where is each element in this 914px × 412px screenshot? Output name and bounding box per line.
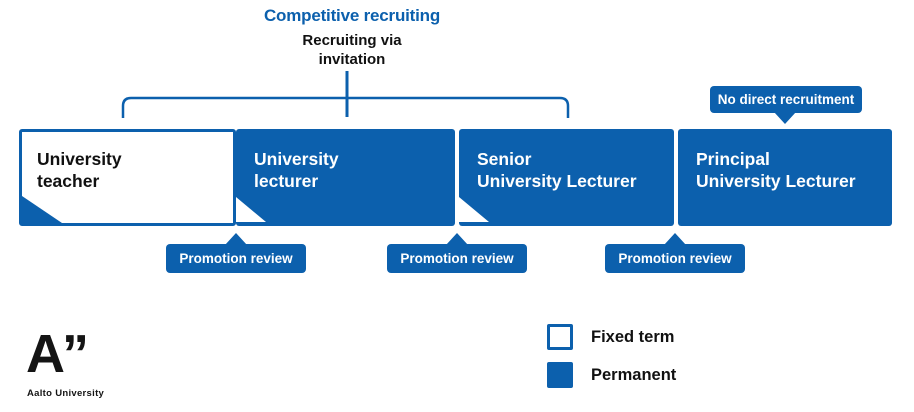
aalto-logo-text: Aalto University (27, 388, 105, 399)
box-title-line2: teacher (37, 171, 100, 191)
career-box-senior-university-lecturer: Senior University Lecturer (459, 129, 674, 226)
callout-pointer-up-icon (664, 233, 686, 245)
legend-label-fixed-term: Fixed term (591, 328, 675, 346)
promotion-review-label: Promotion review (618, 251, 732, 266)
callout-promotion-review-2: Promotion review (387, 233, 527, 273)
box-title-line2: lecturer (254, 171, 319, 191)
career-box-university-teacher: University teacher (19, 129, 236, 226)
corner-fold-icon (459, 197, 489, 222)
legend-swatch-permanent (547, 362, 573, 388)
corner-fold-icon (22, 196, 62, 223)
promotion-review-label: Promotion review (400, 251, 514, 266)
legend-label-permanent: Permanent (591, 366, 677, 384)
title-recruiting-via-invitation: Recruiting via invitation (252, 31, 452, 69)
callout-pointer-up-icon (225, 233, 247, 245)
career-box-university-lecturer: University lecturer (236, 129, 455, 226)
box-title-line1: University (37, 149, 122, 169)
callout-promotion-review-1: Promotion review (166, 233, 306, 273)
box-title-line1: Senior (477, 149, 532, 169)
box-title-line2: University Lecturer (477, 171, 637, 191)
title-competitive-recruiting: Competitive recruiting (263, 6, 441, 25)
bracket-line (121, 96, 570, 118)
no-direct-recruitment-label: No direct recruitment (717, 92, 855, 107)
box-title-line1: University (254, 149, 339, 169)
box-title-line1: Principal (696, 149, 770, 169)
box-title-line2: University Lecturer (696, 171, 856, 191)
invitation-line2: invitation (318, 51, 386, 68)
callout-pointer-up-icon (446, 233, 468, 245)
aalto-logo-mark: A” (26, 324, 89, 384)
legend-swatch-fixed-term (547, 324, 573, 350)
callout-no-direct-recruitment: No direct recruitment (710, 86, 862, 124)
invitation-line1: Recruiting via (302, 32, 402, 49)
career-box-principal-university-lecturer: Principal University Lecturer (678, 129, 892, 226)
callout-promotion-review-3: Promotion review (605, 233, 745, 273)
promotion-review-label: Promotion review (179, 251, 293, 266)
callout-pointer-down-icon (774, 112, 796, 124)
corner-fold-icon (236, 197, 266, 222)
